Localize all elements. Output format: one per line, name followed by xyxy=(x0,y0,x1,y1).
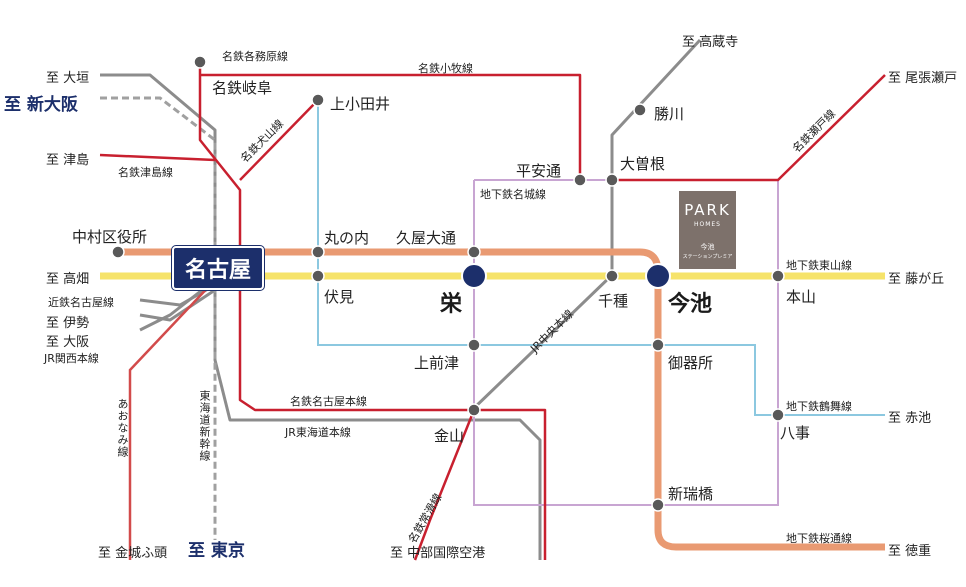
line-label-kintetsu: 近鉄名古屋線 xyxy=(48,296,114,309)
station-label-kanayama: 金山 xyxy=(434,427,465,445)
station-label-katsukawa: 勝川 xyxy=(654,105,685,123)
line-label-shinkansen: 東海道新幹線 xyxy=(198,390,211,462)
dest-tokyo: 至 東京 xyxy=(188,541,245,561)
meitetsu-inuyama-line xyxy=(239,99,319,181)
dest-osaka: 至 大阪 xyxy=(46,335,90,350)
logo-name: 今池 xyxy=(700,243,715,251)
line-label-tsurumai: 地下鉄鶴舞線 xyxy=(786,400,852,413)
station-label-nakamura: 中村区役所 xyxy=(72,228,148,246)
aonami-line xyxy=(128,279,216,560)
line-label-komaki: 名鉄小牧線 xyxy=(418,62,473,75)
meitetsu-komaki-line xyxy=(200,73,582,180)
dest-tokushige: 至 徳重 xyxy=(888,544,932,559)
station-label-marunouchi: 丸の内 xyxy=(324,229,370,247)
logo-brand: PARK xyxy=(684,201,731,219)
station-label-kamimaezu: 上前津 xyxy=(414,354,460,372)
dest-kozoji: 至 高蔵寺 xyxy=(682,35,739,50)
station-dot-marunouchi xyxy=(311,245,325,259)
jr-chuo-line xyxy=(470,38,702,412)
dest-ise: 至 伊勢 xyxy=(46,316,90,331)
dest-ogaki: 至 大垣 xyxy=(46,71,90,86)
station-dot-gokiso xyxy=(651,338,665,352)
line-label-jr-tokaido: JR東海道本線 xyxy=(285,426,351,439)
station-label-hisaya-odori: 久屋大通 xyxy=(396,229,457,247)
station-dots xyxy=(111,55,785,512)
station-label-ozone: 大曽根 xyxy=(620,155,666,173)
meitetsu-tokoname-line xyxy=(413,409,476,561)
nagoya-station-badge: 名古屋 xyxy=(172,246,264,290)
logo-tagline: ステーションプレミア xyxy=(682,254,733,260)
station-dot-motoyama xyxy=(771,269,785,283)
line-label-jr-kansai: JR関西本線 xyxy=(44,352,99,365)
station-label-motoyama: 本山 xyxy=(786,288,817,306)
station-label-aratamabashi: 新瑞橋 xyxy=(668,485,714,503)
dest-akaike: 至 赤池 xyxy=(888,411,932,426)
station-label-nagoya: 名古屋 xyxy=(184,257,251,283)
park-homes-logo: PARK HOMES 今池 ステーションプレミア xyxy=(679,191,736,269)
dest-takabata: 至 高畑 xyxy=(46,272,90,287)
dest-fujigaoka: 至 藤が丘 xyxy=(888,272,945,287)
station-dot-aratamabashi xyxy=(651,498,665,512)
meitetsu-kakamigahara-line xyxy=(198,62,547,560)
station-label-meitetsu-gifu: 名鉄岐阜 xyxy=(212,79,273,97)
line-label-meijo: 地下鉄名城線 xyxy=(480,188,546,201)
station-dot-fushimi xyxy=(311,269,325,283)
line-label-sakuradori: 地下鉄桜通線 xyxy=(786,532,852,545)
line-label-kakamigahara: 名鉄各務原線 xyxy=(222,50,288,63)
station-label-gokiso: 御器所 xyxy=(668,354,714,372)
dest-kinjofuto: 至 金城ふ頭 xyxy=(98,546,168,561)
dest-shin-osaka: 至 新大阪 xyxy=(4,95,78,115)
station-dot-sakae xyxy=(461,263,487,289)
station-dot-imaike xyxy=(645,263,671,289)
meitetsu-lines xyxy=(99,62,886,561)
station-dot-kamimaezu xyxy=(467,338,481,352)
tsurumai-line xyxy=(317,100,885,416)
kintetsu-ise-line xyxy=(139,288,216,322)
station-dot-chikusa xyxy=(605,269,619,283)
station-label-imaike: 今池 xyxy=(668,292,713,317)
dest-owariseto: 至 尾張瀬戸 xyxy=(888,71,958,86)
jr-tokaido-line xyxy=(100,73,542,560)
station-label-heian-dori: 平安通 xyxy=(516,162,562,180)
line-label-tsushima: 名鉄津島線 xyxy=(118,166,173,179)
station-label-sakae: 栄 xyxy=(440,292,463,317)
station-dot-heian-dori xyxy=(573,173,587,187)
station-label-chikusa: 千種 xyxy=(598,292,629,310)
jr-kansai-line xyxy=(139,278,216,332)
logo-sub: HOMES xyxy=(693,221,721,228)
station-dot-kamiotai xyxy=(311,93,325,107)
line-label-aonami: あおなみ線 xyxy=(116,398,129,458)
meitetsu-seto-line xyxy=(612,74,886,182)
station-dot-ozone xyxy=(605,173,619,187)
line-label-meitetsu-nagoya: 名鉄名古屋本線 xyxy=(290,395,367,408)
station-dot-katsukawa xyxy=(633,103,647,117)
shinkansen-line xyxy=(100,96,217,540)
station-dot-meitetsu-gifu xyxy=(193,55,207,69)
station-label-yagoto: 八事 xyxy=(780,424,811,442)
station-dot-hisaya-odori xyxy=(467,245,481,259)
line-label-higashiyama: 地下鉄東山線 xyxy=(786,259,852,272)
station-dot-yagoto xyxy=(771,408,785,422)
station-dot-kanayama xyxy=(467,403,481,417)
meitetsu-tsushima-line xyxy=(99,153,216,162)
station-label-fushimi: 伏見 xyxy=(324,288,355,306)
sakuradori-line xyxy=(118,248,885,551)
station-label-kamiotai: 上小田井 xyxy=(330,95,391,113)
station-dot-nakamura xyxy=(111,245,125,259)
dest-tsushima: 至 津島 xyxy=(46,153,90,168)
dest-chubu-airport: 至 中部国際空港 xyxy=(390,546,486,561)
